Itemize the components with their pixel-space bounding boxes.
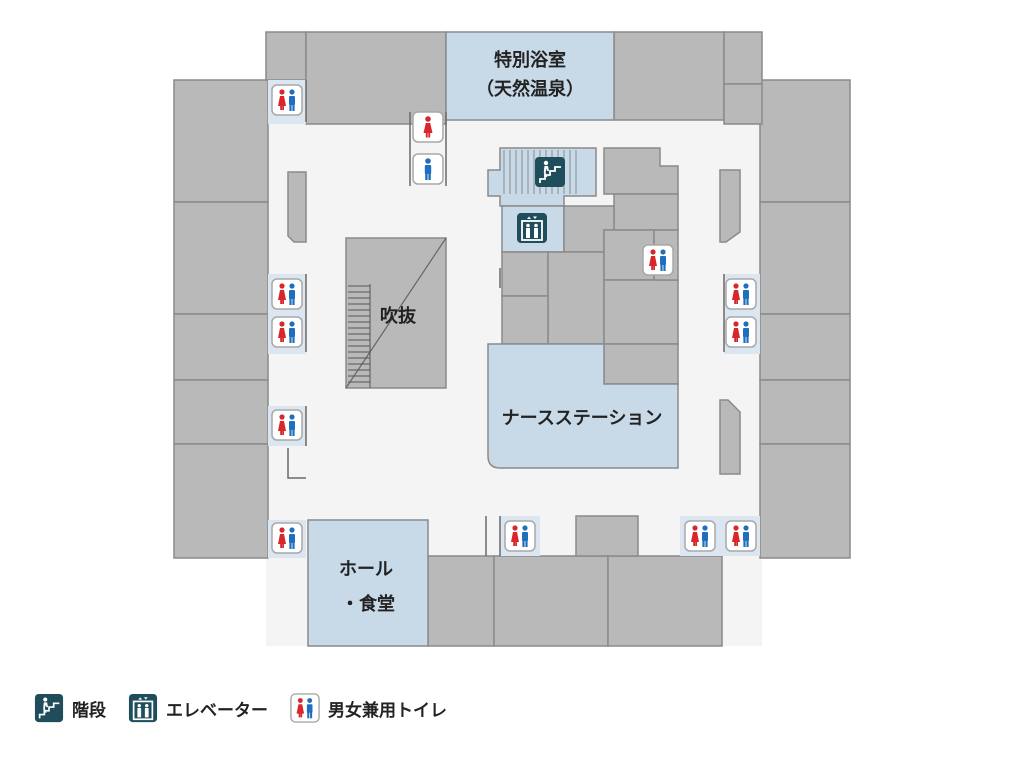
- restroom-icon: [271, 522, 303, 554]
- restroom-female-icon: [412, 111, 444, 143]
- legend-stairs-label: 階段: [72, 700, 106, 721]
- restroom-icon: [684, 520, 716, 552]
- legend-restroom-label: 男女兼用トイレ: [328, 700, 447, 721]
- bath-label-line1: 特別浴室: [494, 49, 566, 71]
- restroom-icon: [504, 520, 536, 552]
- restroom-icon: [271, 278, 303, 310]
- nurse-station-room: [487, 343, 679, 469]
- stairs-icon: [34, 693, 64, 723]
- map-legend: 階段 エレベーター 男女兼用トイレ: [34, 690, 469, 726]
- center-core: [487, 147, 679, 385]
- restroom-icon: [290, 693, 320, 723]
- elevator-icon: [516, 212, 548, 244]
- legend-elevator-label: エレベーター: [166, 700, 268, 721]
- hall-dining-room: [307, 519, 429, 647]
- bottom-rooms: [427, 515, 723, 647]
- elevator-icon: [128, 693, 158, 723]
- hall-label-line2: ・食堂: [341, 593, 395, 615]
- restroom-male-icon: [412, 153, 444, 185]
- restroom-icon: [271, 84, 303, 116]
- restroom-icon: [642, 244, 674, 276]
- stairs-icon: [534, 156, 566, 188]
- top-rooms: [265, 31, 763, 125]
- hall-label-line1: ホール: [339, 559, 393, 580]
- legend-item-elevator: エレベーター: [128, 693, 268, 723]
- nurse-station-label: ナースステーション: [502, 408, 663, 429]
- left-wing-rooms: [173, 79, 269, 559]
- bath-label-line2: （天然温泉）: [476, 78, 584, 100]
- alcove-walls: [305, 80, 725, 556]
- corridor-pillars: [287, 169, 741, 475]
- restroom-icon: [271, 316, 303, 348]
- restroom-icon: [725, 520, 757, 552]
- corridor-walls: [287, 268, 501, 479]
- atrium-label: 吹抜: [380, 305, 417, 327]
- restroom-icon: [725, 316, 757, 348]
- atrium: [345, 237, 447, 389]
- legend-item-restroom: 男女兼用トイレ: [290, 693, 447, 723]
- legend-item-stairs: 階段: [34, 693, 106, 723]
- restroom-icon: [271, 409, 303, 441]
- restroom-icon: [725, 278, 757, 310]
- floor-map: 特別浴室 （天然温泉） 吹抜 ナースステーション ホール ・食堂: [173, 31, 851, 647]
- special-bath-room: [445, 31, 615, 121]
- right-wing-rooms: [759, 79, 851, 559]
